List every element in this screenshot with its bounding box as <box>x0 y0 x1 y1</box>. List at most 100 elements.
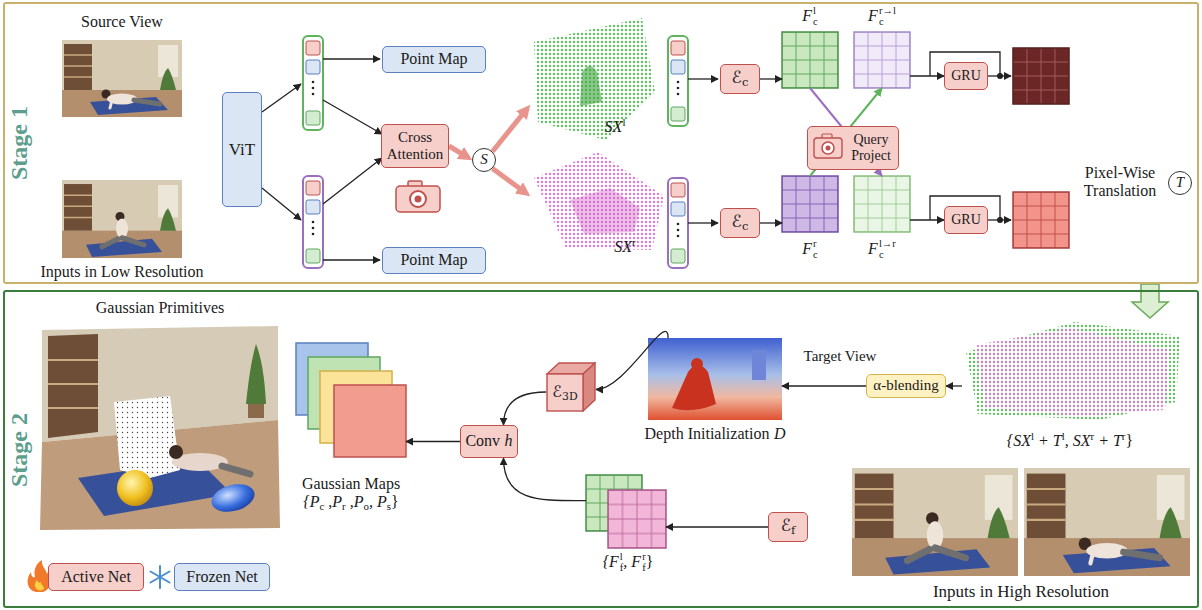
token-column <box>306 60 320 74</box>
node-text: ℰf <box>781 516 796 538</box>
connector <box>782 385 866 386</box>
node-text: Convh <box>465 432 512 450</box>
connector <box>760 222 782 223</box>
math-line: SXl <box>605 116 626 136</box>
output-head: Point Map <box>382 46 486 73</box>
point-cloud <box>580 66 602 106</box>
connector <box>504 458 587 501</box>
point-cloud: {SXl + Tl, SXr + Tr} <box>962 318 1184 420</box>
token-column <box>671 202 685 216</box>
caption-label: Target View <box>804 348 877 365</box>
junction-dot <box>997 73 1003 223</box>
projection-box: Query Project <box>807 126 899 170</box>
snowflake-icon <box>151 566 170 588</box>
gaussian-scene <box>169 445 183 459</box>
math-part: f <box>620 563 624 574</box>
connector <box>449 146 465 156</box>
node-text: Point Map <box>400 251 467 269</box>
sub-sup-stack: cr <box>813 239 818 260</box>
feature-grid: Fcr <box>782 176 838 232</box>
math-part: l <box>622 116 625 128</box>
math-line: T <box>1176 174 1184 191</box>
math-part: r <box>1122 430 1126 442</box>
node-text: Gaussian Maps{Pc ,Pr ,Po, Ps} <box>302 475 400 513</box>
math-part: f <box>642 563 646 574</box>
math-part: } <box>391 493 399 510</box>
gaussian-scene <box>48 334 98 438</box>
caption-label: Source View <box>81 13 163 31</box>
node-text: Fcl→r <box>868 239 896 260</box>
math-part: c <box>879 250 896 261</box>
math-part: F <box>802 240 812 257</box>
cube-face <box>583 363 595 411</box>
blend-box: α-blending <box>866 374 946 398</box>
depth-image <box>672 365 716 410</box>
feature-grid: Fcl <box>782 32 838 88</box>
operator-circle: T <box>1168 171 1192 195</box>
gru-box: GRU <box>944 206 988 234</box>
text-line: Cross Attention <box>384 129 446 164</box>
token-column <box>312 87 315 90</box>
depth-image <box>691 358 703 370</box>
encoder-box: ℰf <box>768 512 808 542</box>
node-text: Inputs in High Resolution <box>933 582 1109 602</box>
node-text: ℰc <box>732 68 749 90</box>
node-text: GRU <box>951 68 981 84</box>
sub-sup-stack: cr→l <box>879 6 896 27</box>
gaussian-scene <box>208 480 257 517</box>
gaussian-scene <box>114 396 180 478</box>
math-part: l <box>1031 430 1034 442</box>
output-head: Point Map <box>382 247 486 274</box>
math-part: 3D <box>562 389 578 402</box>
node-text: {Ffl, Ffr} <box>603 552 654 573</box>
text-line: GRU <box>951 68 981 84</box>
math-part: + T <box>1094 432 1122 449</box>
token-column <box>303 176 323 268</box>
token-column <box>306 111 320 125</box>
math-part: ,P <box>324 493 342 510</box>
flow-line <box>262 188 301 220</box>
math-part: r <box>1091 430 1095 442</box>
node-text: SXr <box>614 236 635 256</box>
math-part: c <box>742 76 748 90</box>
attention-box: Cross Attention <box>381 124 449 168</box>
token-column <box>677 87 680 90</box>
encoder-cube: ℰ3D <box>546 362 596 412</box>
math-part: , F <box>623 553 641 570</box>
node-text: Depth InitializationD <box>645 425 786 443</box>
point-cloud <box>534 18 664 250</box>
connector <box>493 169 524 192</box>
math-part: c <box>742 220 748 234</box>
gaussian-scene <box>117 470 153 506</box>
legend-swatch: Frozen Net <box>174 563 270 591</box>
math-line: ℰf <box>781 516 796 538</box>
flow-line <box>688 78 718 79</box>
math-line: Fcl→r <box>868 239 896 260</box>
connector <box>493 111 526 151</box>
connector <box>910 219 944 220</box>
caption-label: Gaussian Primitives <box>96 299 224 317</box>
math-part: ℰ <box>781 515 791 535</box>
text-line: Stage 1 <box>6 106 34 180</box>
snowflake-icon <box>151 566 170 588</box>
math-part: h <box>505 432 513 449</box>
node-text: Stage 2 <box>6 413 34 487</box>
math-part: Conv <box>465 432 500 449</box>
stage-panel: Stage 2 Gaussian Maps{Pc ,Pr ,Po, Ps} Conv… <box>3 290 1199 608</box>
token-column <box>312 221 315 224</box>
feature-grid <box>854 176 910 232</box>
connector <box>910 75 944 76</box>
flow-line <box>323 58 380 59</box>
node-text: Query Project <box>846 132 896 164</box>
text-line: Stage 2 <box>6 413 34 487</box>
text-line: Query Project <box>846 132 896 164</box>
connector <box>406 441 460 442</box>
gaussian-map <box>296 343 406 457</box>
point-cloud: SXr <box>530 150 665 252</box>
math-part: ℰ <box>732 67 742 87</box>
math-line: S <box>480 151 488 168</box>
token-column <box>671 249 685 263</box>
legend-swatch: Active Net <box>48 563 144 591</box>
node-text: Cross Attention <box>384 129 446 164</box>
